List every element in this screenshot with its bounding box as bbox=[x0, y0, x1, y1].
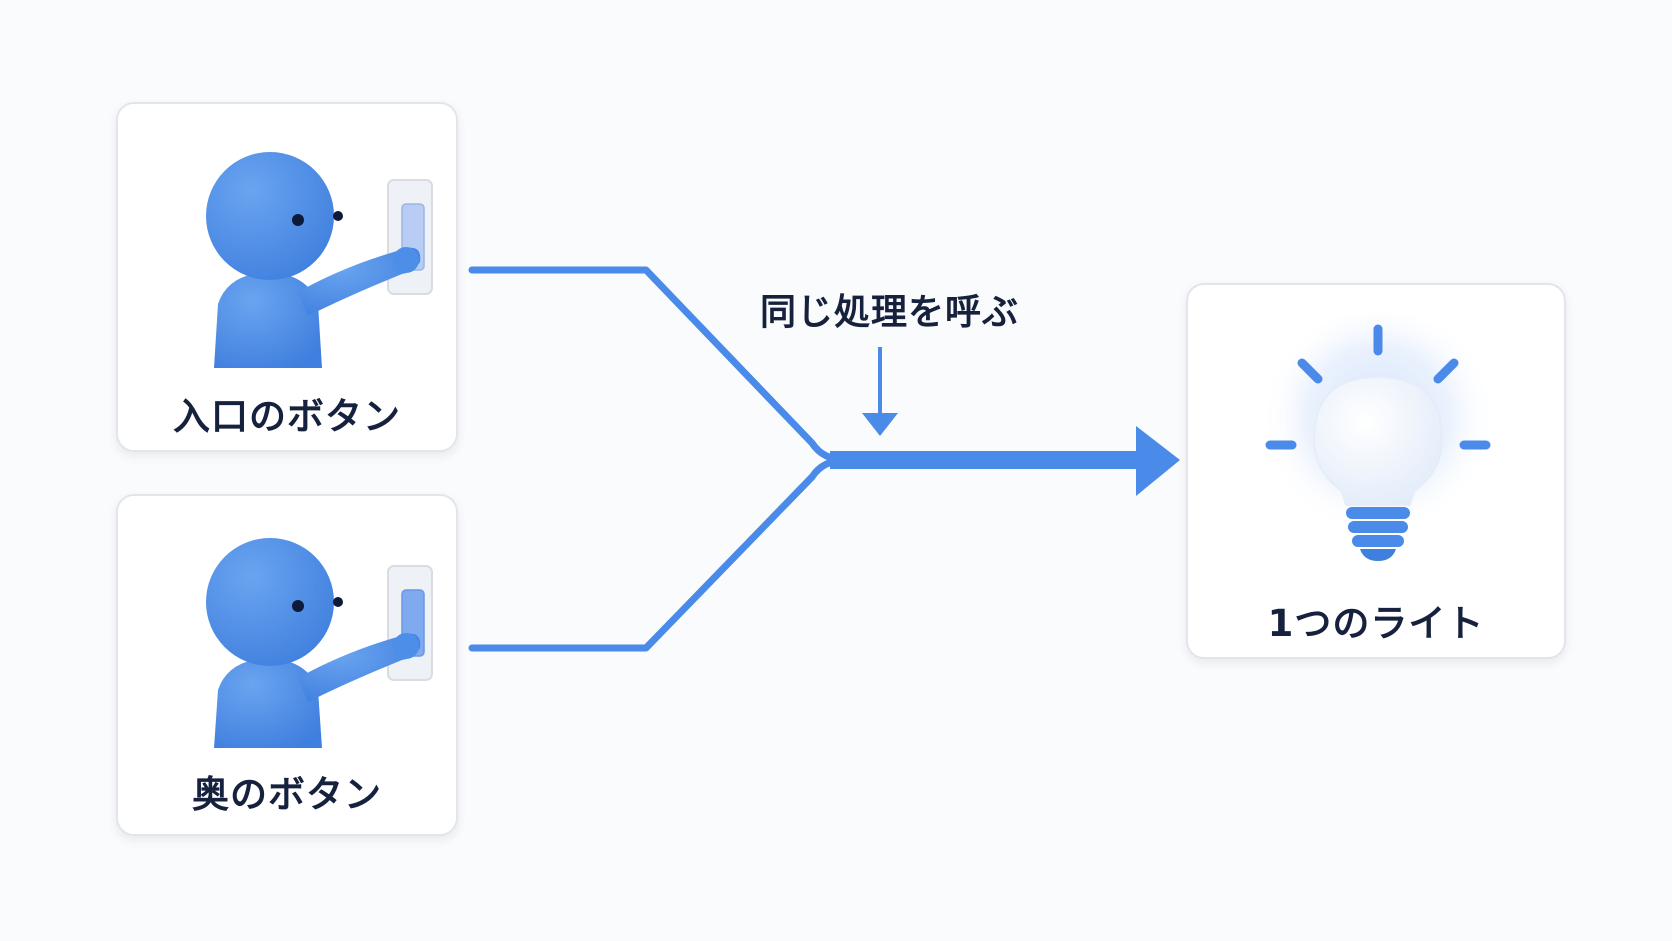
main-arrow-head bbox=[1136, 426, 1180, 496]
target-card-light: 1つのライト bbox=[1186, 283, 1566, 659]
source-label-entrance: 入口のボタン bbox=[173, 395, 401, 438]
connector-label: 同じ処理を呼ぶ bbox=[760, 292, 1020, 333]
main-arrow-shaft bbox=[830, 451, 1140, 469]
person-pressing-switch-icon bbox=[206, 152, 433, 368]
source-card-entrance: 入口のボタン bbox=[116, 102, 458, 452]
target-label-light: 1つのライト bbox=[1267, 602, 1485, 645]
person-pressing-switch-icon bbox=[206, 538, 433, 748]
source-card-back: 奥のボタン bbox=[116, 494, 458, 836]
light-bulb-icon bbox=[1260, 311, 1496, 561]
label-pointer-head bbox=[862, 413, 898, 436]
connector-line-bottom bbox=[468, 456, 850, 652]
source-label-back: 奥のボタン bbox=[192, 773, 382, 816]
